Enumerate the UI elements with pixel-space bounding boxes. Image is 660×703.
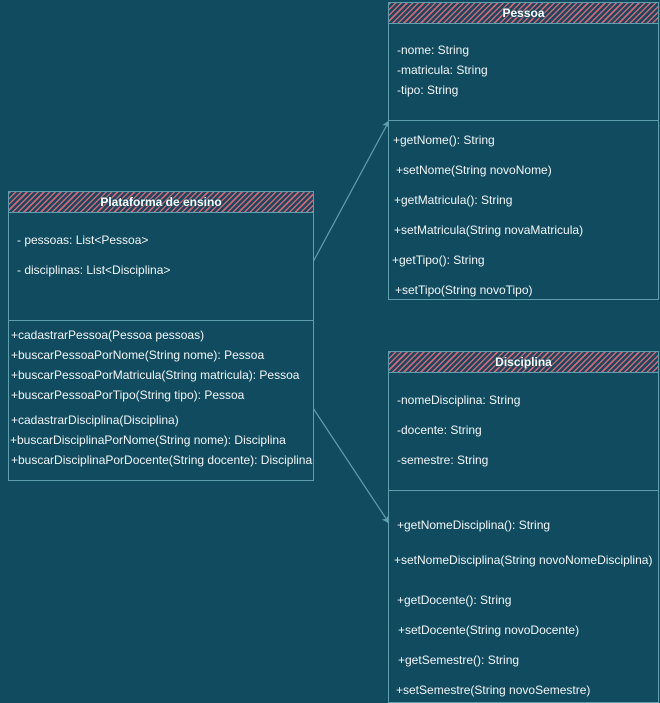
method: +getTipo(): String — [392, 253, 485, 267]
separator — [389, 120, 658, 121]
method: +setMatricula(String novaMatricula) — [394, 223, 584, 237]
attribute: -docente: String — [397, 423, 482, 437]
method: +setNomeDisciplina(String novoNomeDiscip… — [394, 553, 653, 567]
class-plataforma-de-ensino[interactable]: Plataforma de ensino - pessoas: List<Pes… — [8, 191, 314, 481]
method: +getSemestre(): String — [398, 653, 520, 667]
method: +getNome(): String — [393, 133, 495, 147]
attribute: - pessoas: List<Pessoa> — [17, 233, 149, 247]
method: +setDocente(String novoDocente) — [398, 623, 580, 637]
edge-plataforma-to-disciplina — [312, 407, 390, 524]
attribute: -matricula: String — [397, 63, 488, 77]
class-disciplina[interactable]: Disciplina -nomeDisciplina: String -doce… — [388, 351, 659, 703]
class-pessoa[interactable]: Pessoa -nome: String -matricula: String … — [388, 2, 659, 300]
method: +buscarDisciplinaPorNome(String nome): D… — [10, 433, 286, 447]
method: +setSemestre(String novoSemestre) — [396, 683, 591, 697]
edge-plataforma-to-pessoa — [312, 120, 390, 263]
class-title: Pessoa — [389, 3, 658, 24]
attribute: -nomeDisciplina: String — [397, 393, 521, 407]
method: +buscarPessoaPorNome(String nome): Pesso… — [11, 348, 265, 362]
attribute: -tipo: String — [397, 83, 459, 97]
class-title: Plataforma de ensino — [9, 192, 313, 213]
method: +cadastrarPessoa(Pessoa pessoas) — [11, 328, 205, 342]
separator — [9, 320, 313, 321]
separator — [389, 490, 658, 491]
method: +buscarPessoaPorTipo(String tipo): Pesso… — [11, 388, 245, 402]
method: +getMatricula(): String — [394, 193, 513, 207]
method: +buscarDisciplinaPorDocente(String docen… — [11, 453, 313, 467]
method: +getNomeDisciplina(): String — [397, 518, 551, 532]
attribute: - disciplinas: List<Disciplina> — [17, 263, 171, 277]
method: +buscarPessoaPorMatricula(String matricu… — [11, 368, 300, 382]
attribute: -nome: String — [397, 43, 470, 57]
class-title: Disciplina — [389, 352, 658, 373]
method: +setTipo(String novoTipo) — [395, 283, 533, 297]
method: +cadastrarDisciplina(Disciplina) — [11, 413, 179, 427]
method: +getDocente(): String — [397, 593, 512, 607]
method: +setNome(String novoNome) — [396, 163, 552, 177]
attribute: -semestre: String — [397, 453, 489, 467]
